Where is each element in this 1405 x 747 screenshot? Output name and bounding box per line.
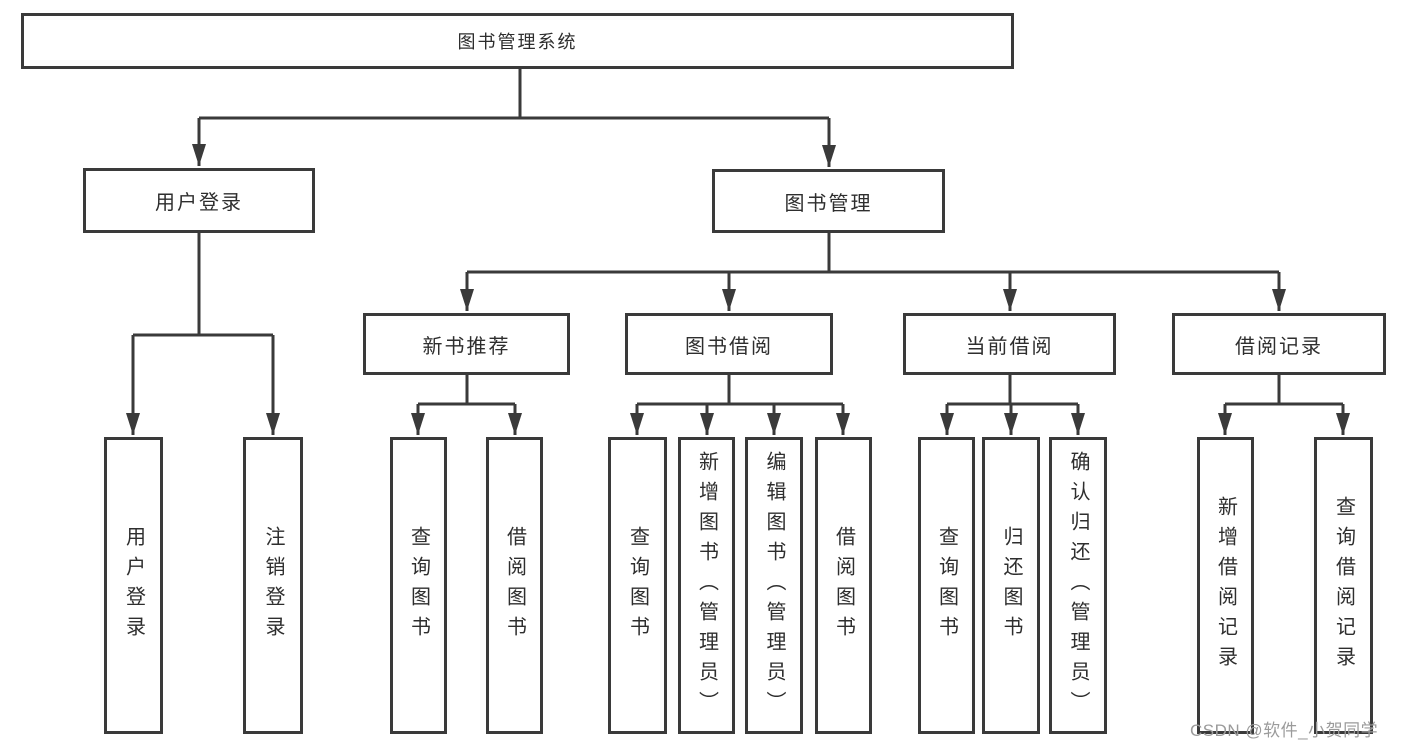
leaf-user-login: 用户登录 xyxy=(104,437,163,734)
node-new-book-recommendation: 新书推荐 xyxy=(363,313,570,375)
node-borrowing-records: 借阅记录 xyxy=(1172,313,1386,375)
node-label: 新书推荐 xyxy=(422,335,511,358)
node-book-management: 图书管理 xyxy=(712,169,945,233)
leaf-borrow-books: 借阅图书 xyxy=(815,437,872,734)
leaf-query-books-borrow: 查询图书 xyxy=(608,437,667,734)
leaf-logout: 注销登录 xyxy=(243,437,303,734)
leaf-label: 新增图书（管理员） xyxy=(695,450,718,721)
csdn-watermark: CSDN @软件_小贺同学 xyxy=(1190,721,1379,740)
node-current-borrowing: 当前借阅 xyxy=(903,313,1116,375)
leaf-query-books-current: 查询图书 xyxy=(918,437,975,734)
node-label: 图书借阅 xyxy=(685,335,773,358)
leaf-label: 确认归还（管理员） xyxy=(1067,450,1089,721)
node-library-management-system: 图书管理系统 xyxy=(21,13,1014,69)
leaf-label: 新增借阅记录 xyxy=(1214,495,1237,676)
leaf-add-borrow-record: 新增借阅记录 xyxy=(1197,437,1254,734)
leaf-label: 查询图书 xyxy=(407,525,430,646)
leaf-label: 用户登录 xyxy=(122,525,145,646)
node-label: 图书管理系统 xyxy=(457,32,578,52)
leaf-label: 查询借阅记录 xyxy=(1332,495,1355,676)
leaf-confirm-return-admin: 确认归还（管理员） xyxy=(1049,437,1107,734)
leaf-label: 注销登录 xyxy=(262,525,284,646)
node-label: 借阅记录 xyxy=(1235,335,1323,358)
node-label: 用户登录 xyxy=(155,192,243,214)
leaf-query-books-recommend: 查询图书 xyxy=(390,437,447,734)
leaf-borrow-books-recommend: 借阅图书 xyxy=(486,437,543,734)
leaf-add-books-admin: 新增图书（管理员） xyxy=(678,437,735,734)
leaf-label: 借阅图书 xyxy=(832,525,855,646)
node-label: 图书管理 xyxy=(784,192,873,215)
leaf-label: 查询图书 xyxy=(935,525,958,646)
leaf-label: 查询图书 xyxy=(626,525,649,646)
node-book-borrowing: 图书借阅 xyxy=(625,313,833,375)
leaf-label: 借阅图书 xyxy=(503,525,526,646)
node-user-login: 用户登录 xyxy=(83,168,315,233)
leaf-label: 编辑图书（管理员） xyxy=(763,450,785,721)
node-label: 当前借阅 xyxy=(965,335,1054,358)
leaf-edit-books-admin: 编辑图书（管理员） xyxy=(745,437,803,734)
leaf-query-borrow-record: 查询借阅记录 xyxy=(1314,437,1373,734)
leaf-return-books: 归还图书 xyxy=(982,437,1040,734)
leaf-label: 归还图书 xyxy=(1000,525,1022,646)
